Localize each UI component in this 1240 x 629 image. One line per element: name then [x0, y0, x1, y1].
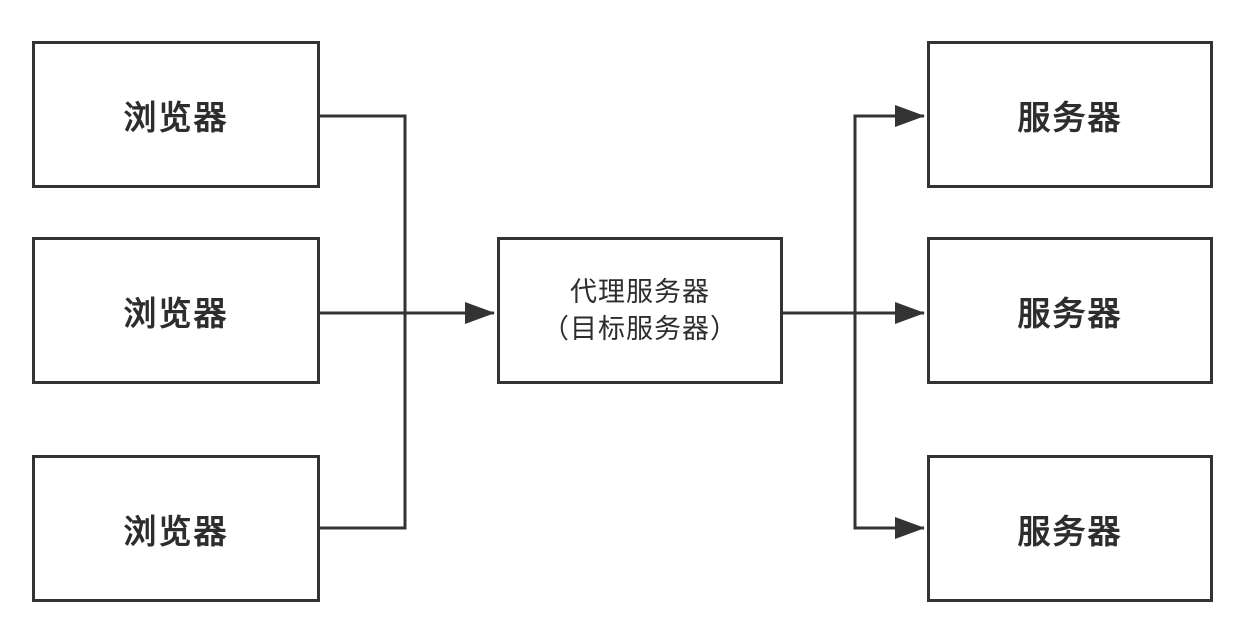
node-browser-2-label: 浏览器 — [123, 294, 229, 332]
node-browser-2: 浏览器 — [32, 237, 320, 384]
node-server-2: 服务器 — [927, 237, 1213, 384]
node-server-2-label: 服务器 — [1017, 294, 1123, 332]
node-server-1-label: 服务器 — [1017, 98, 1123, 136]
node-proxy-server-label: 代理服务器 — [570, 276, 710, 307]
node-browser-3-label: 浏览器 — [123, 512, 229, 550]
node-server-3: 服务器 — [927, 455, 1213, 602]
node-browser-3: 浏览器 — [32, 455, 320, 602]
node-server-3-label: 服务器 — [1017, 512, 1123, 550]
node-proxy-server-sublabel: （目标服务器） — [542, 313, 738, 344]
node-server-1: 服务器 — [927, 41, 1213, 188]
node-browser-1: 浏览器 — [32, 41, 320, 188]
node-proxy-server: 代理服务器 （目标服务器） — [497, 237, 783, 384]
node-browser-1-label: 浏览器 — [123, 98, 229, 136]
